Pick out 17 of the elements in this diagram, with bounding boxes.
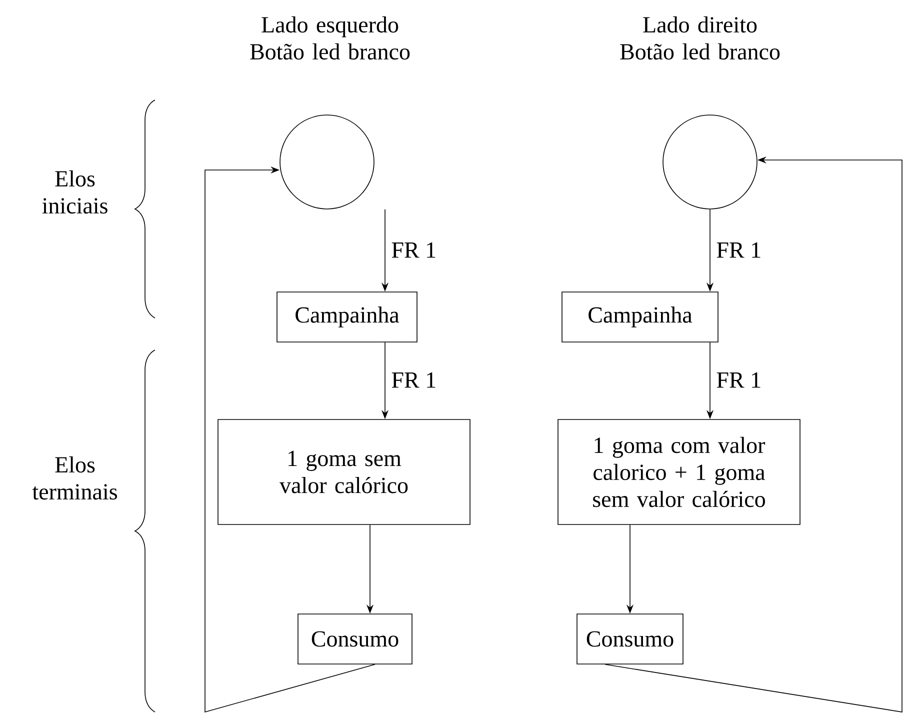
column-heading: Lado esquerdo Botão led branco xyxy=(250,16,410,60)
process-box: 1 goma com valor calorico + 1 goma sem valor calórico xyxy=(558,419,800,525)
edge-label: FR 1 xyxy=(390,241,438,259)
brace-label: Elos iniciais xyxy=(42,170,108,214)
column-heading: Lado direito Botão led branco xyxy=(620,16,780,60)
brace-label: Elos terminais xyxy=(32,456,117,500)
circle xyxy=(280,114,374,210)
process-box: Consumo xyxy=(298,614,412,664)
process-box: Campainha xyxy=(562,292,718,342)
circle xyxy=(662,114,758,210)
edge-label: FR 1 xyxy=(715,241,763,259)
process-box: 1 goma sem valor calórico xyxy=(218,419,470,525)
edge-label: FR 1 xyxy=(715,371,763,389)
arrow xyxy=(204,166,376,713)
process-box: Consumo xyxy=(576,614,684,664)
edge-label: FR 1 xyxy=(390,371,438,389)
process-box: Campainha xyxy=(276,292,418,342)
